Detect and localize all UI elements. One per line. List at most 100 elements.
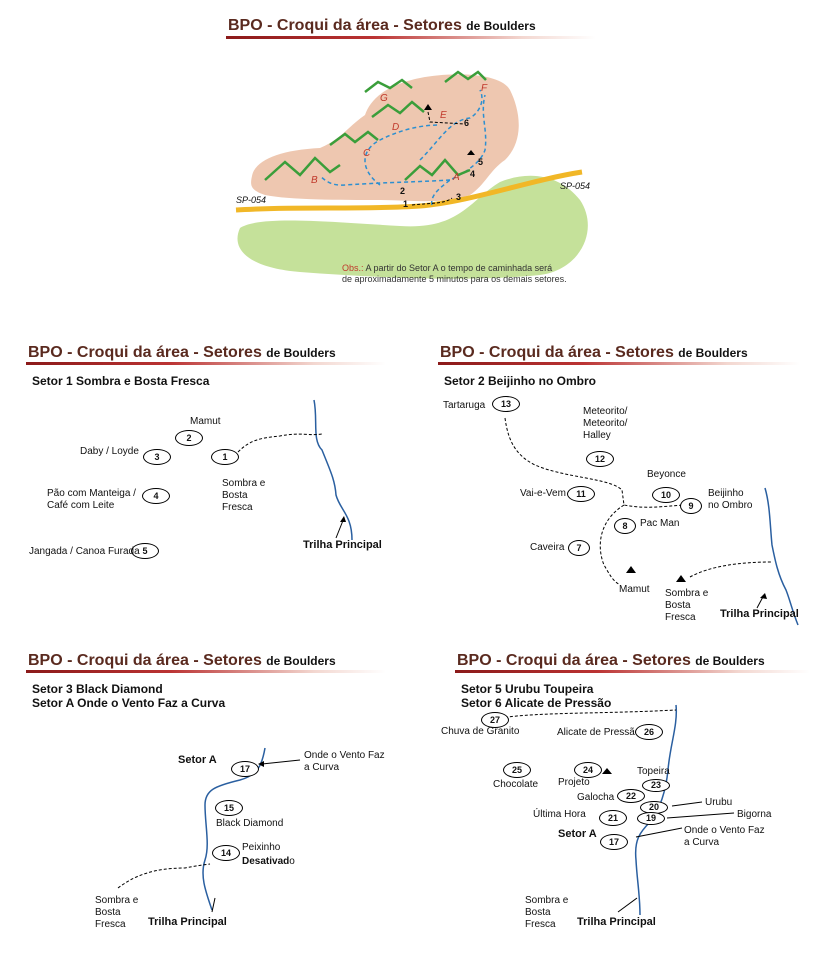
p1-boulder-5[interactable]: 5 <box>131 543 159 559</box>
panel3-title: BPO - Croqui da área - Setores de Boulde… <box>28 652 336 669</box>
p4-arrow-setor <box>635 827 683 838</box>
p2-boulder-10[interactable]: 10 <box>652 487 680 503</box>
obs-text-2: de aproximadamente 5 minutos para os dem… <box>342 274 567 284</box>
p3-arrow-17 <box>261 759 301 765</box>
p2-boulder-13[interactable]: 13 <box>492 396 520 412</box>
p1-label-4: Pão com Manteiga /Café com Leite <box>47 488 136 511</box>
boulder-mark-overview-2 <box>424 104 432 110</box>
panel1-arrowhead <box>340 516 346 522</box>
p1-boulder-1[interactable]: 1 <box>211 449 239 465</box>
p4-boulder-17[interactable]: 17 <box>600 834 628 850</box>
panel4-title: BPO - Croqui da área - Setores de Boulde… <box>457 652 765 669</box>
mountain-b <box>264 156 341 181</box>
panel2-arrowhead <box>760 593 767 599</box>
p4-boulder-22[interactable]: 22 <box>617 789 645 803</box>
p1-label-5: Jangada / Canoa Furada <box>29 546 140 557</box>
overview-num-6: 6 <box>464 118 470 128</box>
p4-boulder-27[interactable]: 27 <box>481 712 509 728</box>
panel1-river <box>313 399 353 541</box>
panel1-title-bar <box>26 362 386 365</box>
p4-boulder-21[interactable]: 21 <box>599 810 627 826</box>
p4-trail-label: Trilha Principal <box>577 916 656 928</box>
p2-boulder-7[interactable]: 7 <box>568 540 590 556</box>
p1-boulder-2[interactable]: 2 <box>175 430 203 446</box>
p4-arrow-bigorna <box>666 812 735 819</box>
panel3-subtitle-1: Setor 3 Black Diamond <box>32 682 163 696</box>
p3-setor-a: Setor A <box>178 754 217 766</box>
overview-sector-a: A <box>453 172 460 183</box>
p1-boulder-3[interactable]: 3 <box>143 449 171 465</box>
p3-trail-label: Trilha Principal <box>148 916 227 928</box>
panel1-subtitle: Setor 1 Sombra e Bosta Fresca <box>32 374 210 388</box>
road-label-left: SP-054 <box>236 195 267 205</box>
p3-trail <box>117 863 211 889</box>
overview-title-bar <box>226 36 596 39</box>
p2-trail-label: Trilha Principal <box>720 608 799 620</box>
p4-label-24: Projeto <box>558 777 590 788</box>
overview-sector-f: F <box>481 83 488 94</box>
p2-trail-branch <box>599 504 625 586</box>
p2-boulder-9[interactable]: 9 <box>680 498 702 514</box>
p4-boulder-25[interactable]: 25 <box>503 762 531 778</box>
overview-sector-g: G <box>380 93 388 104</box>
p4-label-25: Chocolate <box>493 779 539 790</box>
p2-label-12: Meteorito/Meteorito/Halley <box>583 406 628 441</box>
p4-trail-top <box>499 709 677 719</box>
p2-boulder-12[interactable]: 12 <box>586 451 614 467</box>
p4-boulder-19[interactable]: 19 <box>637 812 665 825</box>
panel2-title: BPO - Croqui da área - Setores de Boulde… <box>440 344 748 361</box>
p3-desativado: Desativado <box>242 856 295 867</box>
p2-trail-main <box>504 417 691 508</box>
p3-arrowhead-17 <box>258 761 264 767</box>
panel4-title-bar <box>455 670 810 673</box>
p2-mamut-mark <box>626 566 636 573</box>
p4-setor-a: Setor A <box>558 828 597 840</box>
overview-num-1: 1 <box>403 199 409 209</box>
panel3-subtitle-2: Setor A Onde o Vento Faz a Curva <box>32 696 226 710</box>
panel3-title-bar <box>26 670 386 673</box>
p3-label-15: Black Diamond <box>216 818 284 829</box>
p2-boulder-8[interactable]: 8 <box>614 518 636 534</box>
p2-label-11: Vai-e-Vem <box>520 488 566 499</box>
p1-trail-label: Trilha Principal <box>303 539 382 551</box>
p4-projeto-mark <box>602 768 612 774</box>
p2-boulder-11[interactable]: 11 <box>567 486 595 502</box>
p1-label-3: Daby / Loyde <box>80 446 139 457</box>
panel1-trail <box>237 433 323 453</box>
overview-title: BPO - Croqui da área - Setores de Boulde… <box>228 17 536 34</box>
p4-boulder-24[interactable]: 24 <box>574 762 602 778</box>
p4-arrow-urubu <box>671 801 703 807</box>
panel2-subtitle: Setor 2 Beijinho no Ombro <box>444 374 597 388</box>
p2-sombra-mark <box>676 575 686 582</box>
p1-boulder-4[interactable]: 4 <box>142 488 170 504</box>
p4-label-19: Bigorna <box>737 809 772 820</box>
overview-note: Obs.: A partir do Setor A o tempo de cam… <box>342 263 567 285</box>
road-label-right: SP-054 <box>560 181 591 191</box>
p4-boulder-23[interactable]: 23 <box>642 779 670 792</box>
mountain-f <box>444 70 487 83</box>
p4-boulder-26[interactable]: 26 <box>635 724 663 740</box>
panel4-subtitle-2: Setor 6 Alicate de Pressão <box>461 696 612 710</box>
mountain-d <box>371 100 425 118</box>
p2-label-8: Pac Man <box>640 518 680 529</box>
obs-text-1: A partir do Setor A o tempo de caminhada… <box>365 263 553 273</box>
p2-label-13: Tartaruga <box>443 400 486 411</box>
p4-label-26: Alicate de Pressão <box>557 727 641 738</box>
p2-trail-sombra <box>689 561 773 578</box>
overview-num-4: 4 <box>470 169 476 179</box>
p3-boulder-14[interactable]: 14 <box>212 845 240 861</box>
boulder-mark-overview-1 <box>467 150 475 155</box>
p3-boulder-15[interactable]: 15 <box>215 800 243 816</box>
p3-arrow-trail <box>211 897 216 913</box>
p3-boulder-17[interactable]: 17 <box>231 761 259 777</box>
route-6 <box>427 111 466 125</box>
p2-label-10: Beyonce <box>647 469 686 480</box>
